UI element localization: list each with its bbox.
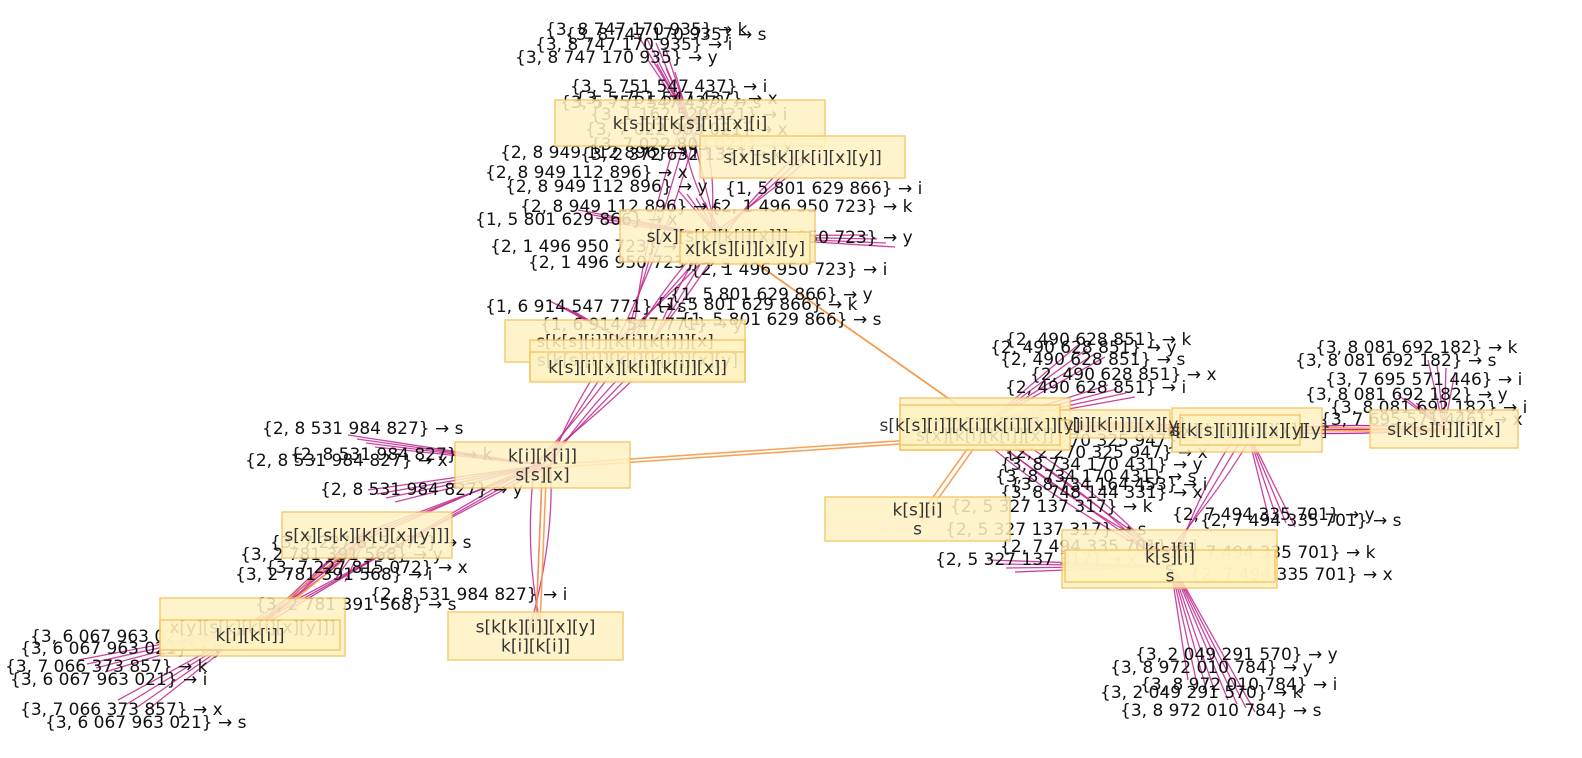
edge-label: {1, 5 801 629 866} → k bbox=[655, 295, 858, 315]
node-label: k[s][i] bbox=[893, 501, 943, 521]
graph-edge bbox=[721, 238, 990, 428]
node-box bbox=[1369, 409, 1519, 449]
node-box bbox=[679, 231, 811, 265]
edge-label: {2, 8 531 984 827} → s bbox=[262, 419, 464, 439]
edge-label: {3, 8 734 164 453} → i bbox=[1010, 475, 1207, 495]
node-box bbox=[454, 441, 631, 489]
nodes-layer: k[s][i][k[s][i]][x][i] s[x][s[k][k[i][x][… bbox=[159, 99, 1519, 661]
node-box bbox=[1179, 414, 1301, 446]
graph-node: s[x][s[k][k[i][x][y]]] bbox=[281, 511, 453, 559]
edge-label: {3, 2 049 291 570} → y bbox=[1135, 645, 1338, 665]
node-label: k[i][k[i]] bbox=[508, 447, 577, 467]
node-label: s[x][s[k][k[i][x][y]]] bbox=[284, 526, 449, 546]
edge-label: {3, 7 066 373 857} → k bbox=[5, 657, 208, 677]
graph-edge bbox=[534, 464, 544, 637]
edge-label: {3, 6 067 963 021} → i bbox=[10, 670, 207, 690]
node-label: k[s][i][x][k[i][k[i]][x]] bbox=[548, 358, 727, 378]
edge-label: {2, 8 531 984 827} → k bbox=[290, 445, 493, 465]
node-label: k[i][k[i]] bbox=[501, 637, 570, 657]
edge-label: {2, 8 949 112 896} → i bbox=[500, 143, 697, 163]
edge-label: {2, 8 531 984 827} → i bbox=[370, 585, 567, 605]
node-label: s[k[s][i]][i][x] bbox=[1387, 420, 1500, 440]
graph-node: k[s][i]s bbox=[1064, 548, 1276, 587]
edge-label: {3, 7 066 373 857} → x bbox=[20, 700, 223, 720]
edge-label: {3, 7 227 815 072} → x bbox=[265, 558, 468, 578]
node-label: s bbox=[913, 520, 922, 540]
edge-label: {2, 8 949 112 896} → x bbox=[485, 163, 688, 183]
edge-label: {3, 2 049 291 570} → k bbox=[1100, 683, 1303, 703]
node-label: s bbox=[1166, 567, 1175, 587]
node-box bbox=[281, 511, 453, 559]
graph-node: k[s][i]s bbox=[824, 496, 1011, 542]
node-box bbox=[447, 611, 624, 661]
graph-node: k[i][k[i]]s[s][x] bbox=[454, 441, 631, 489]
graph-edge bbox=[538, 467, 548, 640]
edge-label: {2, 7 494 335 701} → y bbox=[1172, 505, 1375, 525]
edge-label: {1, 6 914 547 771} → s bbox=[485, 297, 687, 317]
edge-label: {2, 490 628 851} → x bbox=[1030, 365, 1217, 385]
graph-node: k[s][i][x][k[i][k[i]][x]] bbox=[529, 351, 746, 383]
edge-label: {3, 8 081 692 182} → k bbox=[1315, 338, 1518, 358]
graph-node: s[k[s][i]][i][x][y] bbox=[1172, 414, 1309, 446]
edge-label: {2, 490 628 851} → i bbox=[1005, 378, 1186, 398]
node-label: k[i][k[i]] bbox=[216, 626, 285, 646]
edge-label: {2, 1 496 950 723} → i bbox=[690, 260, 887, 280]
graph-node: x[k[s][i]][x][y] bbox=[679, 231, 811, 265]
edge-label: {3, 8 748 144 331} → x bbox=[1000, 483, 1203, 503]
edge-label: {3, 8 972 010 784} → y bbox=[1110, 658, 1313, 678]
edge-label: {3, 5 751 547 437} → i bbox=[570, 77, 767, 97]
edge-label: {3, 8 972 010 784} → i bbox=[1140, 675, 1337, 695]
edge-label: {3, 8 747 170 935} → k bbox=[545, 20, 748, 40]
edge-label: {3, 2 781 391 568} → i bbox=[235, 565, 432, 585]
edge-label: {2, 490 628 851} → y bbox=[990, 338, 1177, 358]
node-label: s[k[k][i]][x][y] bbox=[476, 618, 596, 638]
node-label: s[s][x] bbox=[515, 466, 569, 486]
node-label: s[k[s][i]][k[i][k[i]][x]][y] bbox=[880, 416, 1081, 436]
node-box bbox=[899, 404, 1061, 446]
edge-label: {2, 7 494 335 701} → s bbox=[1200, 511, 1402, 531]
node-box bbox=[1064, 549, 1276, 583]
edge-label: {3, 8 081 692 182} → y bbox=[1305, 385, 1508, 405]
edge-label: {2, 490 628 851} → s bbox=[1000, 350, 1185, 370]
edge-label: {3, 8 747 170 935} → i bbox=[535, 35, 732, 55]
node-label: k[s][i] bbox=[1145, 548, 1195, 568]
edge-label: {2, 8 949 112 896} → y bbox=[505, 177, 708, 197]
graph-node: s[k[s][i]][k[i][k[i]][x]][y] bbox=[880, 404, 1081, 446]
edge-label: {3, 8 747 170 935} → s bbox=[565, 25, 767, 45]
edge-label: {3, 8 734 170 431} → y bbox=[1000, 455, 1203, 475]
node-label: x[k[s][i]][x][y] bbox=[685, 239, 805, 259]
edge-label: {2, 8 531 984 827} → x bbox=[245, 451, 448, 471]
graph-node: k[i][k[i]] bbox=[159, 619, 341, 651]
node-label: s[x][s[k][k[i][x][y]] bbox=[723, 148, 882, 168]
node-label: k[s][i][k[s][i]][x][i] bbox=[613, 114, 768, 134]
node-box bbox=[699, 135, 906, 179]
node-box bbox=[159, 619, 341, 651]
node-box bbox=[529, 351, 746, 383]
edge-label: {3, 7 695 571 446} → i bbox=[1325, 370, 1522, 390]
edge-label: {2, 490 628 851} → k bbox=[1005, 330, 1191, 350]
node-box bbox=[824, 496, 1011, 542]
edge-label: {3, 8 747 170 935} → y bbox=[515, 48, 718, 68]
edge-label: {1, 5 801 629 866} → i bbox=[725, 179, 922, 199]
graph-node: s[k[s][i]][i][x] bbox=[1369, 409, 1519, 449]
edge-label: {3, 8 734 170 431} → s bbox=[995, 467, 1197, 487]
graph-node: s[k[k][i]][x][y]k[i][k[i]] bbox=[447, 611, 624, 661]
graph-node: s[x][s[k][k[i][x][y]] bbox=[699, 135, 906, 179]
edge-label: {1, 5 801 629 866} → y bbox=[670, 285, 873, 305]
edge-label: {3, 6 067 963 021} → s bbox=[45, 713, 247, 733]
edge-label: {3, 8 081 692 182} → s bbox=[1295, 351, 1497, 371]
node-label: s[k[s][i]][i][x][y] bbox=[1172, 421, 1309, 441]
edge-label: {3, 8 972 010 784} → s bbox=[1120, 701, 1322, 721]
